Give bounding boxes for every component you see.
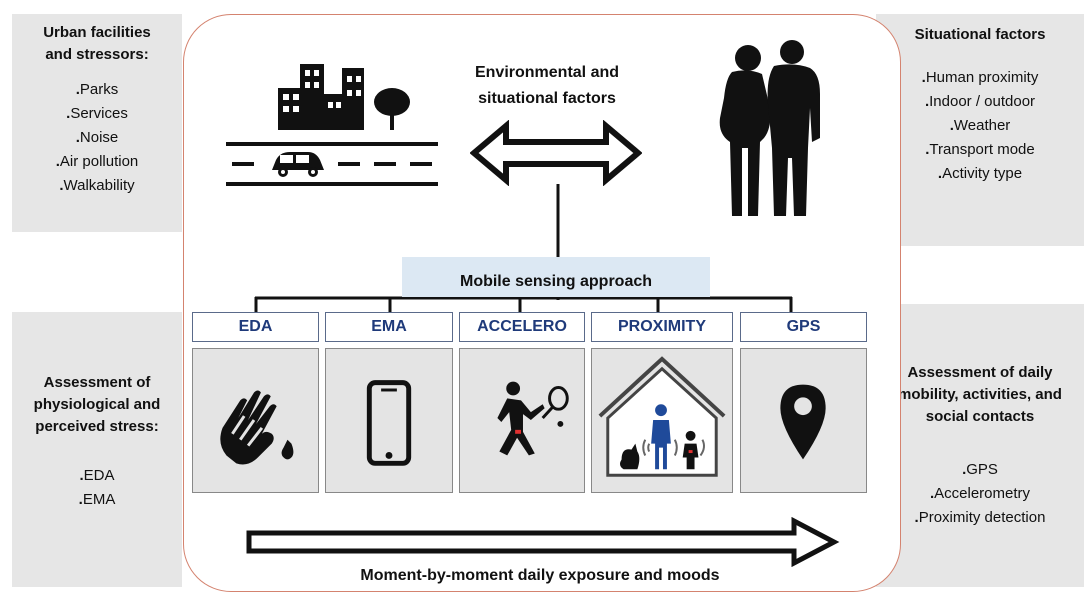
stress-assessment-panel: Assessment of physiological and perceive… (12, 312, 182, 587)
gps-icon-box (740, 348, 867, 493)
situational-factor-item: Transport mode (876, 138, 1084, 162)
situational-factors-list: Human proximityIndoor / outdoorWeatherTr… (876, 66, 1084, 186)
urban-factor-item: Walkability (12, 174, 182, 198)
mobility-assessment-list: GPSAccelerometryProximity detection (876, 458, 1084, 530)
urban-factor-item: Parks (12, 78, 182, 102)
mobility-assessment-panel: Assessment of daily mobility, activities… (876, 304, 1084, 587)
situational-factor-item: Human proximity (876, 66, 1084, 90)
accelero-icon-box (459, 348, 585, 493)
sensor-label-ema: EMA (325, 312, 453, 342)
elderly-couple-icon (719, 40, 820, 217)
ema-icon-box (325, 348, 453, 493)
mobile-sensing-approach-label: Mobile sensing approach (402, 257, 710, 297)
urban-factor-item: Noise (12, 126, 182, 150)
connector-lines (254, 184, 793, 314)
eda-icon-box (192, 348, 319, 493)
house-proximity-icon (598, 356, 726, 477)
location-pin-icon (780, 384, 826, 460)
proximity-icon-box (591, 348, 733, 493)
situational-factors-panel: Situational factors Human proximityIndoo… (876, 14, 1084, 246)
environmental-factors-title: Environmental and situational factors (474, 64, 620, 107)
stress-measure-item: EMA (12, 488, 182, 512)
double-arrow-icon (470, 120, 642, 186)
sensor-label-gps: GPS (740, 312, 867, 342)
stress-measure-item: EDA (12, 464, 182, 488)
mobility-assessment-title: Assessment of daily mobility, activities… (898, 364, 1062, 425)
right-arrow-icon (246, 517, 840, 567)
urban-factors-list: ParksServicesNoiseAir pollutionWalkabili… (12, 78, 182, 198)
smartphone-icon (366, 380, 412, 466)
road-car-icon (226, 142, 438, 186)
urban-factors-panel: Urban facilities and stressors: ParksSer… (12, 14, 182, 232)
sensor-label-eda: EDA (192, 312, 319, 342)
tennis-player-icon (497, 381, 569, 456)
situational-factor-item: Indoor / outdoor (876, 90, 1084, 114)
urban-factor-item: Services (12, 102, 182, 126)
situational-factor-item: Activity type (876, 162, 1084, 186)
sensor-label-accelero: ACCELERO (459, 312, 585, 342)
hand-sweat-icon (220, 390, 294, 465)
situational-factors-title: Situational factors (914, 26, 1046, 43)
mobility-measure-item: GPS (876, 458, 1084, 482)
city-buildings-icon (278, 64, 364, 130)
exposure-moods-caption: Moment-by-moment daily exposure and mood… (360, 567, 720, 584)
urban-factors-title: Urban facilities and stressors: (43, 24, 151, 63)
urban-factor-item: Air pollution (12, 150, 182, 174)
tree-icon (374, 88, 410, 130)
situational-factor-item: Weather (876, 114, 1084, 138)
mobility-measure-item: Proximity detection (876, 506, 1084, 530)
sensor-label-proximity: PROXIMITY (591, 312, 733, 342)
mobility-measure-item: Accelerometry (876, 482, 1084, 506)
stress-assessment-title: Assessment of physiological and perceive… (33, 374, 161, 435)
